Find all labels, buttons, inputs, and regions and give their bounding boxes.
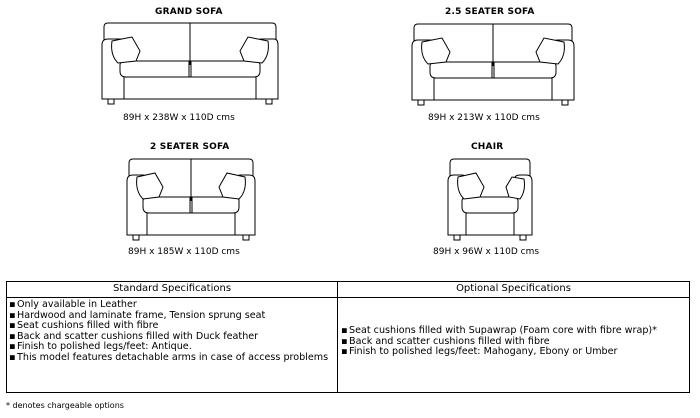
optional-specifications-header: Optional Specifications <box>456 283 571 294</box>
list-item: Only available in Leather <box>9 299 331 311</box>
table-column-divider <box>337 282 338 392</box>
product-title: 2 SEATER SOFA <box>150 142 230 152</box>
two-seater-sofa-drawing <box>126 158 256 241</box>
grand-sofa-drawing <box>101 22 279 105</box>
product-dimensions: 89H x 185W x 110D cms <box>128 247 240 257</box>
list-item: Hardwood and laminate frame, Tension spr… <box>9 310 331 322</box>
list-item: Finish to polished legs/feet: Antique. <box>9 342 331 353</box>
product-title: GRAND SOFA <box>155 7 223 17</box>
standard-specifications-list: Only available in Leather Hardwood and l… <box>9 299 331 364</box>
product-dimensions: 89H x 238W x 110D cms <box>123 113 235 123</box>
two-five-seater-sofa-drawing <box>411 23 575 106</box>
list-item: Seat cushions filled with fibre <box>9 321 331 332</box>
chargeable-options-footnote: * denotes chargeable options <box>6 401 124 410</box>
table-header-divider <box>7 297 689 298</box>
list-item: Back and scatter cushions filled with Du… <box>9 331 331 343</box>
product-dimensions: 89H x 96W x 110D cms <box>433 247 540 257</box>
list-item: This model features detachable arms in c… <box>9 352 331 364</box>
product-title: CHAIR <box>471 142 504 152</box>
product-title: 2.5 SEATER SOFA <box>445 7 535 17</box>
list-item: Seat cushions filled with Supawrap (Foam… <box>341 325 687 337</box>
product-dimensions: 89H x 213W x 110D cms <box>428 113 540 123</box>
standard-specifications-header: Standard Specifications <box>112 283 232 294</box>
specifications-table: Standard Specifications Optional Specifi… <box>6 281 690 393</box>
chair-drawing <box>447 158 533 241</box>
list-item: Finish to polished legs/feet: Mahogany, … <box>341 347 687 358</box>
optional-specifications-list: Seat cushions filled with Supawrap (Foam… <box>341 325 687 358</box>
list-item: Back and scatter cushions filled with fi… <box>341 336 687 348</box>
